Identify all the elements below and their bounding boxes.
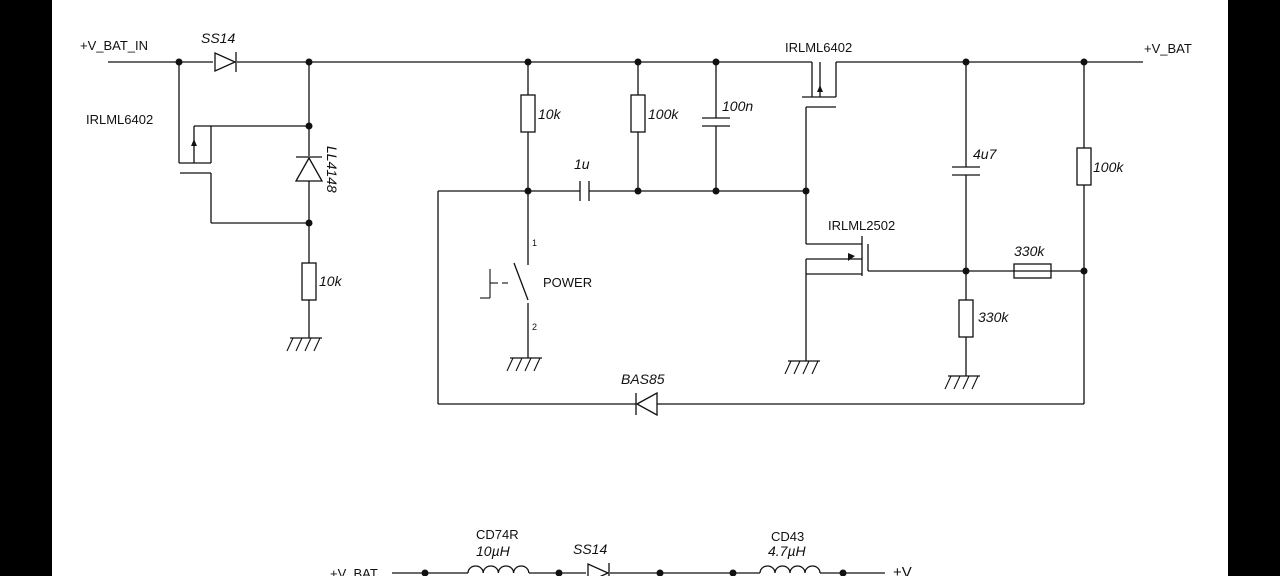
resistor-100k-b — [1076, 62, 1092, 404]
mosfet-n — [805, 191, 1084, 361]
capacitor-1u-label: 1u — [574, 156, 590, 172]
capacitor-4u7 — [952, 62, 980, 300]
inductor-cd43-value: 4.7µH — [768, 543, 807, 559]
resistor-330k-v-label: 330k — [978, 309, 1009, 325]
resistor-10k-left — [301, 262, 317, 338]
schematic-diagram: +V_BAT_IN +V_BAT SS14 IRLML6402 LL4148 1… — [80, 30, 1192, 576]
resistor-10k-left-label: 10k — [319, 273, 343, 289]
ground-left — [286, 337, 322, 352]
resistor-100k-b-label: 100k — [1093, 159, 1124, 175]
inductor-cd74r-value: 10µH — [476, 543, 511, 559]
diode-bas85 — [438, 391, 1084, 417]
diode-ss14-top-label: SS14 — [201, 30, 235, 46]
resistor-100k-a — [630, 62, 646, 191]
resistor-330k-h — [1013, 263, 1052, 279]
diode-ss14-bottom — [587, 562, 610, 576]
resistor-330k-v — [958, 299, 974, 376]
ground-mosfet — [784, 360, 820, 375]
diode-ss14-top — [214, 51, 237, 73]
junction-dots — [175, 58, 1088, 275]
output-junction-dots — [421, 569, 847, 576]
resistor-330k-h-label: 330k — [1014, 243, 1045, 259]
resistor-100k-a-label: 100k — [648, 106, 679, 122]
diode-ll4148 — [294, 62, 324, 263]
net-label-v: +V — [893, 564, 912, 576]
inductor-cd43 — [759, 565, 821, 574]
mosfet-n-label: IRLML2502 — [828, 218, 895, 233]
diode-bas85-label: BAS85 — [621, 371, 665, 387]
schematic-sheet: +V_BAT_IN +V_BAT SS14 IRLML6402 LL4148 1… — [52, 0, 1228, 576]
switch-pin-1: 1 — [532, 238, 537, 248]
diode-ss14-bottom-label: SS14 — [573, 541, 607, 557]
ground-switch — [506, 357, 542, 372]
gate-net — [437, 190, 806, 404]
switch-pin-2: 2 — [532, 322, 537, 332]
net-label-vbat: +V_BAT — [1144, 41, 1192, 56]
capacitor-100n-label: 100n — [722, 98, 753, 114]
capacitor-100n — [702, 62, 730, 191]
switch-power-label: POWER — [543, 275, 592, 290]
diode-ll4148-label: LL4148 — [324, 146, 340, 193]
mosfet-top — [802, 62, 837, 191]
capacitor-1u — [579, 181, 590, 201]
capacitor-4u7-label: 4u7 — [973, 146, 998, 162]
mosfet-left-label: IRLML6402 — [86, 112, 153, 127]
ground-330k — [944, 375, 980, 390]
switch-power — [480, 250, 529, 358]
resistor-10k-pull-label: 10k — [538, 106, 562, 122]
net-label-vbat-in: +V_BAT_IN — [80, 38, 148, 53]
mosfet-top-label: IRLML6402 — [785, 40, 852, 55]
mosfet-left — [178, 62, 309, 224]
inductor-cd74r — [467, 565, 530, 574]
net-label-vbat-2: +V_BAT — [330, 566, 378, 576]
inductor-cd74r-part: CD74R — [476, 527, 519, 542]
resistor-10k-pull — [520, 62, 536, 250]
inductor-cd43-part: CD43 — [771, 529, 804, 544]
